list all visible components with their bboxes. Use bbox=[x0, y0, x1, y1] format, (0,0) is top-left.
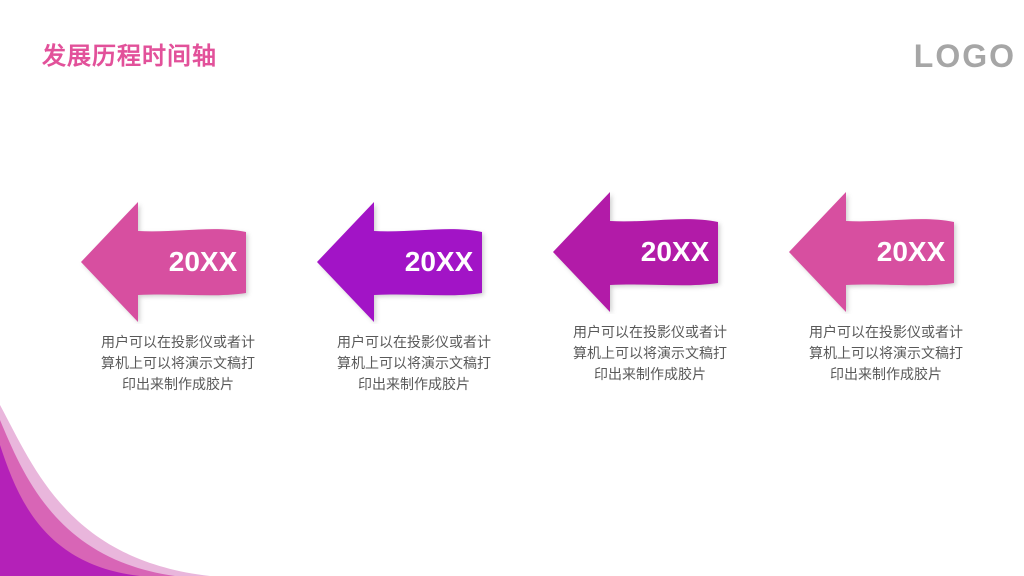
arrow-icon bbox=[81, 202, 246, 322]
year-label: 20XX bbox=[168, 246, 238, 277]
arrow-shape bbox=[314, 200, 514, 324]
description-line: 用户可以在投影仪或者计 bbox=[573, 325, 727, 341]
arrow-icon bbox=[789, 192, 954, 312]
description-line: 算机上可以将演示文稿打 bbox=[101, 356, 255, 372]
description-line: 用户可以在投影仪或者计 bbox=[337, 335, 491, 351]
description-line: 用户可以在投影仪或者计 bbox=[809, 325, 963, 341]
year-label: 20XX bbox=[404, 246, 474, 277]
timeline-item: 20XX 用户可以在投影仪或者计 算机上可以将演示文稿打 印出来制作成胶片 bbox=[78, 200, 278, 400]
description-line: 印出来制作成胶片 bbox=[358, 377, 470, 393]
year-label: 20XX bbox=[640, 236, 710, 267]
arrow-shape bbox=[78, 200, 278, 324]
description-line: 印出来制作成胶片 bbox=[594, 367, 706, 383]
description-line: 算机上可以将演示文稿打 bbox=[573, 346, 727, 362]
timeline-item: 20XX 用户可以在投影仪或者计 算机上可以将演示文稿打 印出来制作成胶片 bbox=[786, 190, 986, 390]
timeline-item: 20XX 用户可以在投影仪或者计 算机上可以将演示文稿打 印出来制作成胶片 bbox=[314, 200, 514, 400]
page-title: 发展历程时间轴 bbox=[42, 42, 217, 70]
year-label: 20XX bbox=[876, 236, 946, 267]
description: 用户可以在投影仪或者计 算机上可以将演示文稿打 印出来制作成胶片 bbox=[78, 333, 278, 396]
arrow-shape bbox=[550, 190, 750, 314]
description-line: 印出来制作成胶片 bbox=[830, 367, 942, 383]
description: 用户可以在投影仪或者计 算机上可以将演示文稿打 印出来制作成胶片 bbox=[786, 323, 986, 386]
description-line: 印出来制作成胶片 bbox=[122, 377, 234, 393]
arrow-shape bbox=[786, 190, 986, 314]
description: 用户可以在投影仪或者计 算机上可以将演示文稿打 印出来制作成胶片 bbox=[314, 333, 514, 396]
logo: LOGO bbox=[913, 38, 1016, 74]
description: 用户可以在投影仪或者计 算机上可以将演示文稿打 印出来制作成胶片 bbox=[550, 323, 750, 386]
timeline-item: 20XX 用户可以在投影仪或者计 算机上可以将演示文稿打 印出来制作成胶片 bbox=[550, 190, 750, 390]
arrow-icon bbox=[317, 202, 482, 322]
description-line: 用户可以在投影仪或者计 bbox=[101, 335, 255, 351]
description-line: 算机上可以将演示文稿打 bbox=[337, 356, 491, 372]
arrow-icon bbox=[553, 192, 718, 312]
description-line: 算机上可以将演示文稿打 bbox=[809, 346, 963, 362]
